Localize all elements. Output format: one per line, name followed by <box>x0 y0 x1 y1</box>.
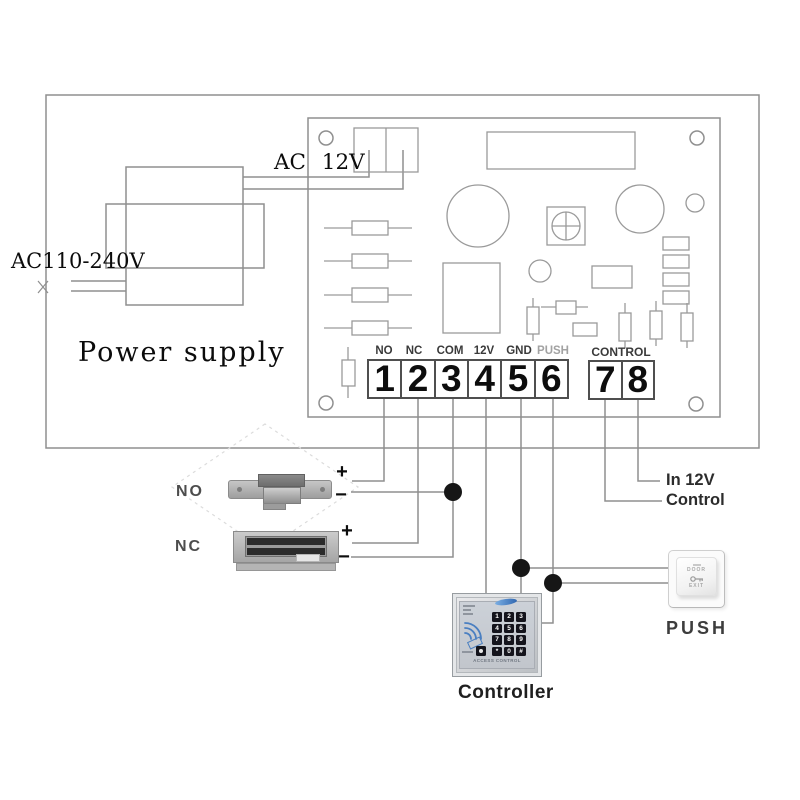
terminal-block-7-8: 7 8 <box>588 360 655 400</box>
key-6: 6 <box>516 623 526 633</box>
strike-keeper <box>263 487 301 504</box>
terminal-6: 6 <box>541 358 562 399</box>
strike-mechanism <box>258 474 305 487</box>
pcb-outline <box>307 117 721 418</box>
key-2: 2 <box>504 612 514 622</box>
terminal-label-control: CONTROL <box>591 345 651 359</box>
no-lock-label: NO <box>176 483 204 500</box>
in-12v-annotation: In 12V <box>666 471 715 489</box>
controller-tiny-text <box>463 609 471 611</box>
controller-label: Controller <box>458 682 554 703</box>
exit-button-door-text: DOOR <box>687 567 706 573</box>
power-supply-label: Power supply <box>78 337 286 368</box>
pcb-components <box>324 127 705 398</box>
terminal-4: 4 <box>469 360 503 397</box>
terminal-1: 1 <box>369 360 403 397</box>
exit-button-dash <box>692 564 701 566</box>
key-9: 9 <box>516 635 526 645</box>
push-label: PUSH <box>666 618 729 638</box>
rfid-waves-icon <box>464 622 482 640</box>
exit-button-exit-text: EXIT <box>688 582 705 589</box>
terminal-2: 2 <box>402 360 436 397</box>
control-annotation: Control <box>666 491 725 509</box>
maglock-base <box>236 563 336 571</box>
terminal-block-1-6: 1 2 3 4 5 6 <box>367 359 569 399</box>
maglock-stripe <box>247 548 325 555</box>
terminal-label-com: COM <box>436 345 464 357</box>
key-4: 4 <box>492 623 502 633</box>
key-star: * <box>492 646 502 656</box>
bell-text <box>462 651 473 653</box>
ac-input-label: AC110-240V <box>11 249 145 273</box>
controller-tiny-text <box>463 605 475 607</box>
no-minus-sign: − <box>335 484 347 506</box>
key-3: 3 <box>516 612 526 622</box>
nc-minus-sign: − <box>338 546 350 568</box>
transformer-symbol <box>37 150 404 306</box>
ac-12v-label: AC 12V <box>274 150 365 175</box>
key-0: 0 <box>504 646 514 656</box>
junction-dots <box>444 483 562 592</box>
key-hash: # <box>516 646 526 656</box>
terminal-5: 5 <box>502 360 536 397</box>
maglock-stripe <box>247 538 325 545</box>
key-1: 1 <box>492 612 502 622</box>
bell-key <box>476 646 486 656</box>
terminal-label-nc: NC <box>405 345 423 357</box>
terminal-wires <box>351 399 668 624</box>
terminal-3: 3 <box>436 360 469 397</box>
no-plus-sign: + <box>336 461 348 483</box>
terminal-8: 8 <box>627 359 649 400</box>
key-7: 7 <box>492 635 502 645</box>
strike-latch-step <box>263 503 286 510</box>
exit-button: DOOR EXIT <box>676 557 717 596</box>
maglock-label-sticker <box>296 554 320 562</box>
strike-screw-hole <box>320 487 325 492</box>
terminal-7: 7 <box>590 361 623 398</box>
power-supply-enclosure-outline <box>45 94 760 449</box>
controller-caption: ACCESS CONTROL <box>473 658 521 663</box>
key-5: 5 <box>504 623 514 633</box>
terminal-label-push: PUSH <box>537 345 569 357</box>
terminal-label-gnd: GND <box>506 345 532 357</box>
terminal-label-12v: 12V <box>473 345 495 357</box>
nc-plus-sign: + <box>341 520 353 542</box>
controller-keypad: 1 2 3 4 5 6 7 8 9 * 0 # <box>492 612 526 656</box>
key-8: 8 <box>504 635 514 645</box>
controller-tiny-text <box>463 613 473 615</box>
terminal-label-no: NO <box>375 345 393 357</box>
nc-lock-label: NC <box>175 538 203 555</box>
key-icon <box>689 575 703 582</box>
strike-screw-hole <box>237 487 242 492</box>
